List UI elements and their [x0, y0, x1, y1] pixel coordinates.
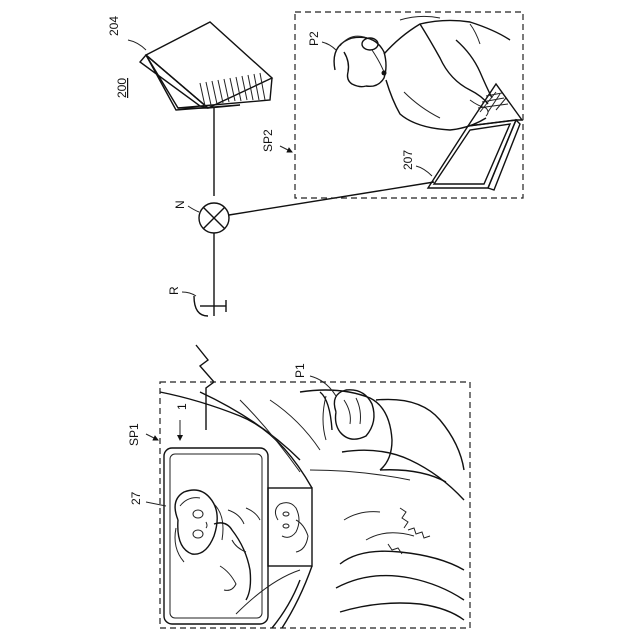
person2-label: P2: [307, 31, 321, 46]
person2-leader: [322, 42, 336, 50]
system-label: 200: [115, 78, 129, 98]
person2-figure: [334, 16, 510, 130]
network-node: [199, 203, 229, 233]
laptop-device: [428, 84, 522, 190]
person1-label: P1: [293, 363, 307, 378]
laptop-leader: [416, 166, 432, 176]
person1-leader: [310, 376, 336, 396]
network-label: N: [173, 200, 187, 209]
network-leader: [188, 206, 199, 212]
server-box: [140, 22, 272, 110]
relay-leader: [182, 292, 196, 296]
rear-window: [268, 488, 312, 566]
space1-label: SP1: [127, 423, 141, 446]
display-screen: [164, 448, 268, 624]
relay-label: R: [167, 286, 181, 295]
space2-label: SP2: [261, 129, 275, 152]
interior-decor: [388, 508, 430, 554]
laptop-label: 207: [401, 150, 415, 170]
wireless-signal: [196, 345, 214, 430]
avatar-character: [175, 490, 260, 600]
relay-antenna: [194, 296, 226, 316]
space1-arrow: [146, 434, 158, 440]
display-leader: [146, 502, 166, 506]
vehicle-seats: [300, 390, 464, 620]
server-label: 204: [107, 16, 121, 36]
vehicle-label: 1: [175, 403, 189, 410]
space2-arrow: [280, 146, 292, 152]
display-label: 27: [129, 491, 143, 505]
server-leader: [128, 40, 146, 50]
